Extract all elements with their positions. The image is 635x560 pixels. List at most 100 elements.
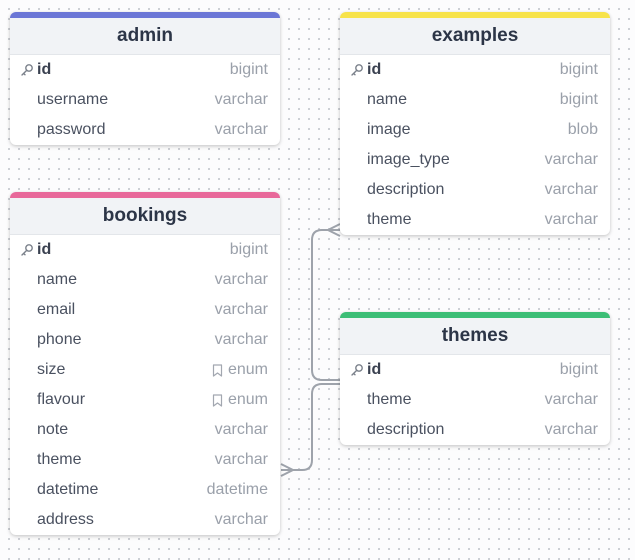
field-type: bigint <box>230 61 268 79</box>
field-type-label: varchar <box>214 121 268 138</box>
bookmark-icon <box>212 393 223 407</box>
table-color-bar <box>10 12 280 18</box>
table-color-bar <box>10 192 280 198</box>
field-type-label: varchar <box>544 391 598 408</box>
field-name: password <box>37 121 106 138</box>
field-row-id[interactable]: id bigint <box>10 55 280 85</box>
field-type-label: enum <box>227 361 268 378</box>
primary-key-icon <box>350 363 364 377</box>
field-name: email <box>37 301 76 318</box>
field-type-label: bigint <box>229 61 268 78</box>
field-type-label: bigint <box>559 361 598 378</box>
field-type: varchar <box>215 511 268 529</box>
field-type-label: varchar <box>214 301 268 318</box>
table-color-bar <box>340 12 610 18</box>
field-type-label: bigint <box>559 61 598 78</box>
table-title[interactable]: themes <box>340 318 610 355</box>
field-row-email[interactable]: email varchar <box>10 295 280 325</box>
connector-themes-examples[interactable] <box>311 229 340 381</box>
field-type: enum <box>212 361 268 379</box>
field-name: description <box>367 181 445 198</box>
field-type: bigint <box>560 61 598 79</box>
field-row-id[interactable]: id bigint <box>10 235 280 265</box>
field-type: varchar <box>215 91 268 109</box>
field-name: flavour <box>37 391 86 408</box>
field-type-label: enum <box>227 391 268 408</box>
field-name: size <box>37 361 66 378</box>
field-type: bigint <box>230 241 268 259</box>
field-list: id bigint theme varchar description varchar <box>340 355 610 445</box>
field-row-id[interactable]: id bigint <box>340 355 610 385</box>
field-type: varchar <box>215 451 268 469</box>
field-name: datetime <box>37 481 99 498</box>
field-name: phone <box>37 331 82 348</box>
field-type: blob <box>568 121 598 139</box>
field-type-label: varchar <box>544 181 598 198</box>
field-row-flavour[interactable]: flavour enum <box>10 385 280 415</box>
connector-themes-bookings[interactable] <box>281 383 340 471</box>
field-row-note[interactable]: note varchar <box>10 415 280 445</box>
field-type-label: varchar <box>214 271 268 288</box>
field-type: varchar <box>545 181 598 199</box>
field-name: id <box>367 361 382 378</box>
field-type-label: datetime <box>206 481 268 498</box>
field-type-label: varchar <box>544 211 598 228</box>
field-row-description[interactable]: description varchar <box>340 415 610 445</box>
field-type: varchar <box>545 211 598 229</box>
field-row-datetime[interactable]: datetime datetime <box>10 475 280 505</box>
table-themes[interactable]: themes id bigint theme varchar description va… <box>340 312 610 445</box>
primary-key-icon <box>20 63 34 77</box>
field-type-label: varchar <box>214 451 268 468</box>
bookmark-icon <box>212 363 223 377</box>
field-name: id <box>37 61 52 78</box>
field-type-label: varchar <box>214 331 268 348</box>
field-name: name <box>367 91 408 108</box>
table-title[interactable]: bookings <box>10 198 280 235</box>
field-type: datetime <box>207 481 268 499</box>
field-type-label: bigint <box>559 91 598 108</box>
field-type: bigint <box>560 361 598 379</box>
field-row-description[interactable]: description varchar <box>340 175 610 205</box>
table-title[interactable]: admin <box>10 18 280 55</box>
field-name: description <box>367 421 445 438</box>
field-type: varchar <box>215 271 268 289</box>
field-type-label: varchar <box>214 91 268 108</box>
field-type-label: varchar <box>214 421 268 438</box>
field-row-size[interactable]: size enum <box>10 355 280 385</box>
table-color-bar <box>340 312 610 318</box>
field-type: bigint <box>560 91 598 109</box>
field-row-image[interactable]: image blob <box>340 115 610 145</box>
field-type: varchar <box>545 151 598 169</box>
field-type: varchar <box>545 421 598 439</box>
field-type-label: varchar <box>544 151 598 168</box>
field-row-address[interactable]: address varchar <box>10 505 280 535</box>
field-type-label: blob <box>567 121 598 138</box>
field-row-name[interactable]: name bigint <box>340 85 610 115</box>
field-type: varchar <box>545 391 598 409</box>
crowfoot-examples-theme <box>325 223 341 237</box>
field-row-theme[interactable]: theme varchar <box>340 385 610 415</box>
field-row-phone[interactable]: phone varchar <box>10 325 280 355</box>
table-title[interactable]: examples <box>340 18 610 55</box>
field-row-password[interactable]: password varchar <box>10 115 280 145</box>
field-name: image <box>367 121 411 138</box>
field-type-label: bigint <box>229 241 268 258</box>
field-name: theme <box>367 391 412 408</box>
field-type: varchar <box>215 301 268 319</box>
field-name: note <box>37 421 69 438</box>
field-name: id <box>37 241 52 258</box>
field-name: address <box>37 511 94 528</box>
primary-key-icon <box>20 243 34 257</box>
